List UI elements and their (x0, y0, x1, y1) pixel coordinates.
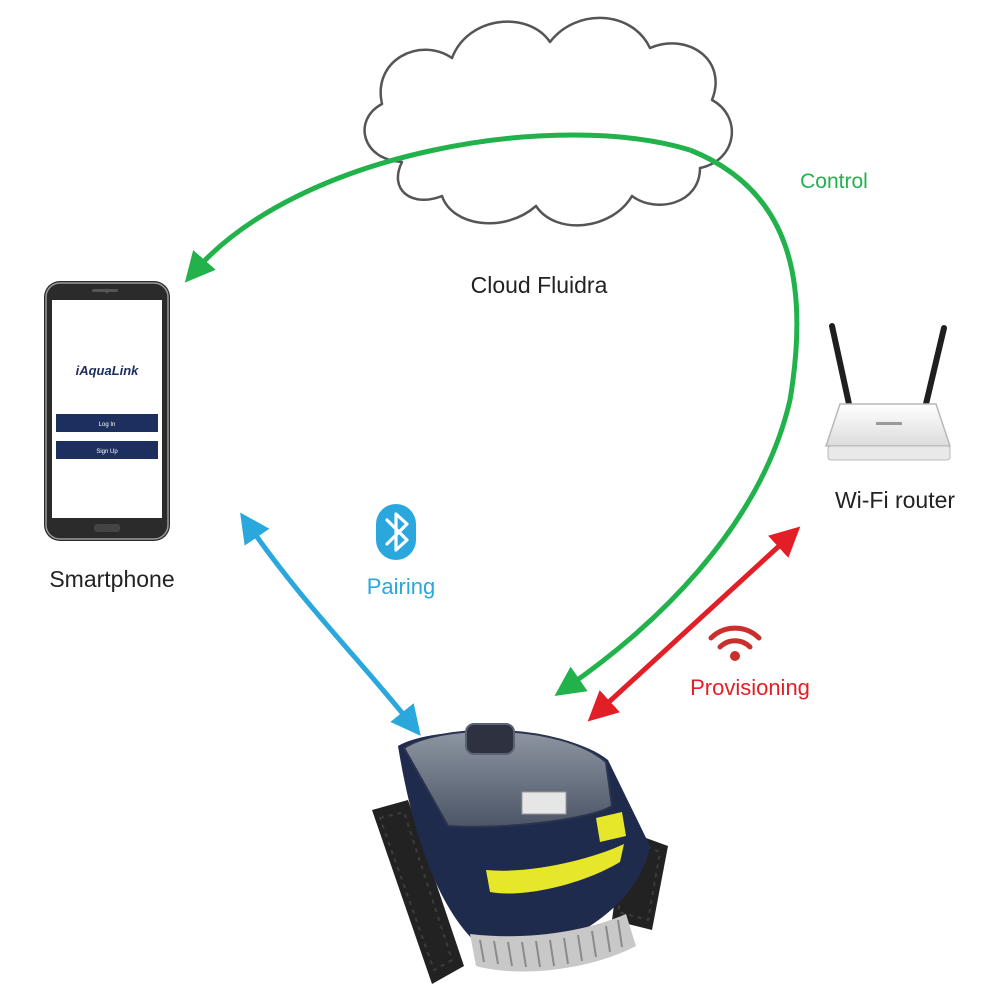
bluetooth-icon (376, 504, 416, 560)
phone-login-button[interactable] (56, 414, 158, 432)
cloud-icon (363, 16, 734, 227)
phone-signup-label: Sign Up (96, 449, 118, 455)
phone-login-label: Log In (99, 422, 116, 428)
robot-cleaner-icon (372, 723, 668, 984)
cloud-label: Cloud Fluidra (471, 272, 608, 298)
wifi-icon (708, 625, 762, 661)
smartphone-icon (44, 281, 170, 541)
router-label: Wi-Fi router (835, 487, 955, 513)
phone-logo: iAquaLink (76, 363, 140, 378)
provisioning-label: Provisioning (690, 675, 810, 700)
provisioning-arrow (587, 526, 801, 722)
control-arrow-to-phone (184, 132, 691, 283)
smartphone-label: Smartphone (49, 566, 174, 592)
pairing-label: Pairing (367, 574, 435, 599)
control-label: Control (800, 170, 868, 193)
control-arrow-to-robot (554, 147, 800, 696)
phone-signup-button[interactable] (56, 441, 158, 459)
pairing-arrow (240, 512, 421, 736)
router-icon (824, 323, 952, 461)
